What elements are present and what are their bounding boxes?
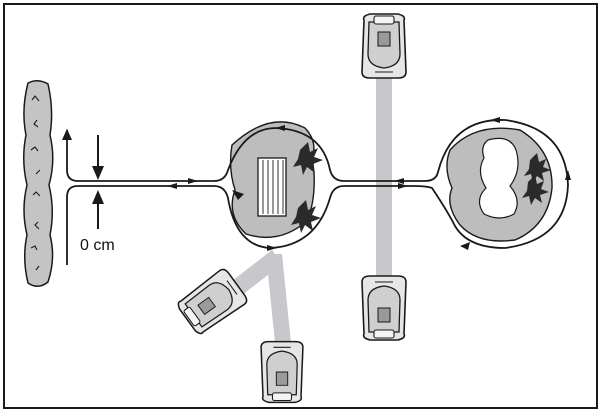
frame-border	[3, 3, 598, 409]
stone-wall-icon	[23, 80, 54, 287]
flowerbed-bench-icon	[229, 121, 323, 239]
spacing-indicator	[92, 135, 104, 229]
flowerbed-pond-icon	[446, 127, 553, 242]
distance-label: 0 cm	[80, 237, 115, 254]
direction-arrows	[167, 117, 571, 251]
